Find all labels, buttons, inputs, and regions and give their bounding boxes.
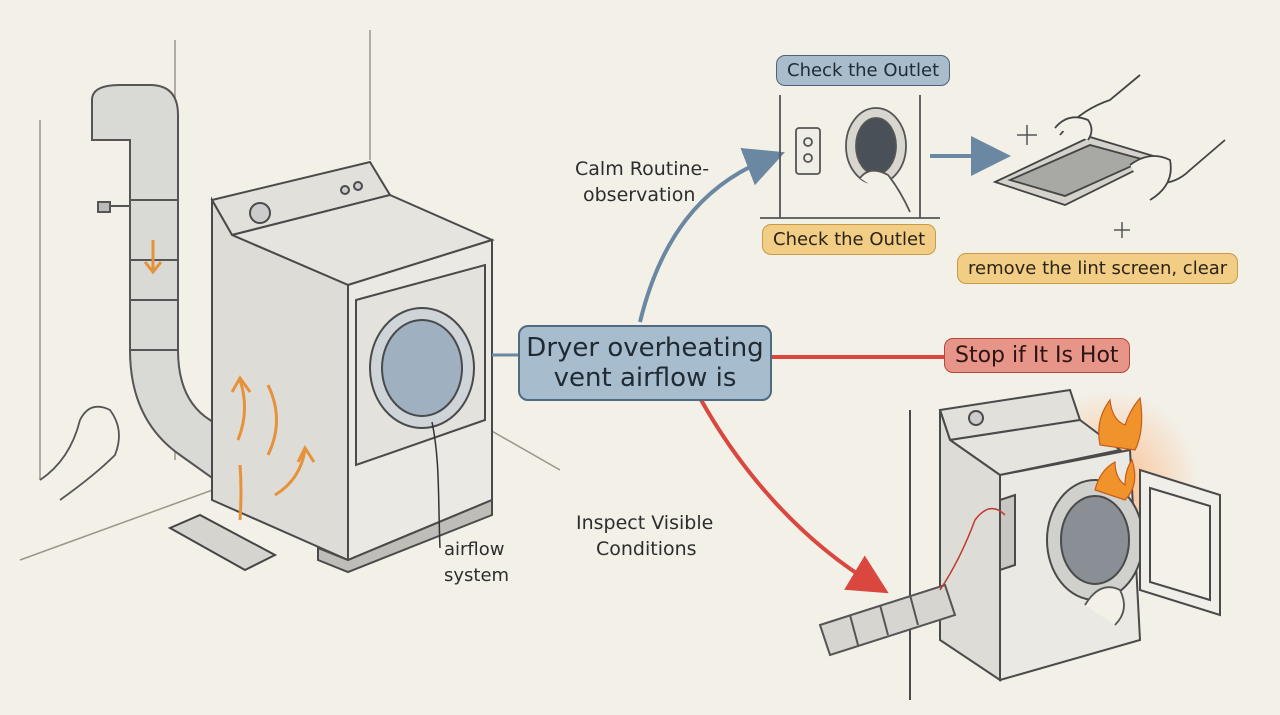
arrow-to-hot-dryer [698, 397, 889, 594]
label-stop-hot: Stop if It Is Hot [944, 338, 1130, 373]
wires [939, 507, 1006, 591]
note-airflow-line1: airflow [444, 539, 505, 560]
note-inspect-visible: Inspect Visible Conditions [576, 510, 713, 562]
center-topic-line2: vent airflow is [553, 363, 737, 393]
note-inspect-line1: Inspect Visible [576, 512, 714, 534]
sparkle-icons [1017, 125, 1130, 238]
hand-right [1084, 586, 1125, 626]
note-airflow-system: airflow system [444, 537, 509, 589]
arrow-to-outlet [638, 147, 785, 323]
note-calm-line1: Calm Routine- [575, 158, 710, 180]
outlet-wall-panel [760, 95, 940, 219]
note-airflow-line2: system [444, 565, 510, 586]
label-remove-lint: remove the lint screen, clear [957, 253, 1239, 284]
lint-screen-left [167, 513, 278, 572]
airflow-pointer-line [431, 421, 441, 549]
label-check-outlet-bottom: Check the Outlet [762, 224, 937, 255]
down-flow-arrow [143, 240, 163, 275]
note-inspect-line2: Conditions [596, 538, 697, 560]
lint-screen-right [992, 74, 1226, 206]
label-check-outlet-top: Check the Outlet [776, 55, 951, 86]
dryer-left [210, 160, 495, 574]
note-calm-line2: observation [583, 184, 696, 206]
center-topic-line1: Dryer overheating [526, 333, 764, 363]
center-topic: Dryer overheating vent airflow is [518, 325, 772, 401]
airflow-arrows [230, 375, 316, 521]
hose-right [818, 583, 957, 657]
note-calm-routine: Calm Routine- observation [575, 156, 709, 208]
flame-icon [1094, 396, 1143, 501]
hand-left [39, 405, 120, 501]
